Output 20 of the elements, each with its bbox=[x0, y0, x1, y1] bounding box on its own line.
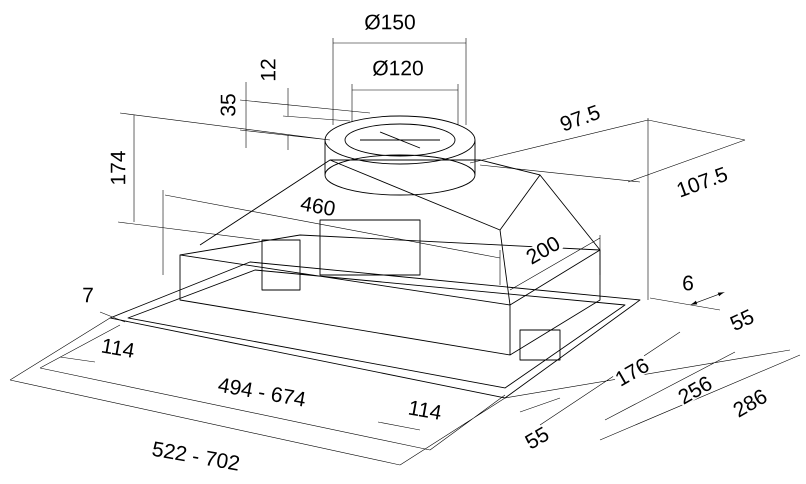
dimension-label: 256 bbox=[674, 373, 716, 407]
dimension-label: 286 bbox=[730, 386, 770, 420]
dimension-label: 460 bbox=[298, 194, 338, 218]
dimension-label: 494 - 674 bbox=[216, 376, 308, 408]
dimension-label: 200 bbox=[522, 233, 564, 267]
dimension-label: 174 bbox=[110, 149, 126, 187]
dimension-label: 114 bbox=[99, 336, 137, 360]
dimension-label: 7 bbox=[81, 286, 95, 304]
dimension-label: 114 bbox=[406, 398, 444, 422]
dimension-label: 97.5 bbox=[556, 102, 604, 134]
dimension-label: 522 - 702 bbox=[150, 440, 242, 472]
dimension-label: 35 bbox=[220, 92, 236, 118]
dimension-label: 12 bbox=[260, 57, 276, 83]
dimension-label: 176 bbox=[612, 355, 652, 389]
dimension-label: 6 bbox=[681, 274, 695, 292]
dimension-label: 55 bbox=[522, 424, 552, 452]
dimension-label: Ø120 bbox=[371, 59, 425, 77]
dimension-label: 107.5 bbox=[673, 164, 731, 200]
dimension-label: 55 bbox=[726, 307, 757, 333]
dimension-label: Ø150 bbox=[363, 13, 417, 31]
